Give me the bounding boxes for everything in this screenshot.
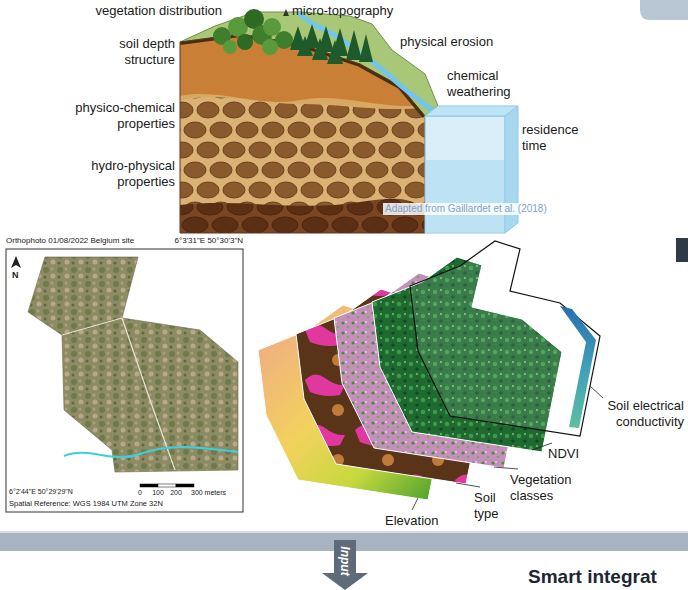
weathered-rock-layer — [180, 97, 425, 208]
deciduous-trees — [213, 9, 293, 55]
scale-label: 300 meters — [191, 489, 226, 498]
divider-line — [0, 531, 688, 533]
pointer-mark — [283, 9, 289, 16]
layer-label: NDVI — [548, 446, 579, 462]
north-label: N — [12, 270, 19, 281]
deciduous-trees — [223, 40, 237, 54]
scale-label: 200 — [170, 489, 182, 498]
conductivity-layer — [410, 241, 600, 436]
feature-label: soil depth structure — [103, 36, 175, 68]
feature-label: physical erosion — [400, 34, 493, 50]
conifer-trees — [346, 30, 362, 60]
scale-bar — [140, 484, 158, 487]
field-boundary — [62, 318, 122, 335]
leader-lines — [494, 467, 518, 469]
conifer-trees — [297, 36, 313, 56]
layer-label: Vegetation classes — [510, 472, 580, 504]
deciduous-trees — [237, 34, 253, 50]
layer-label: Soil type — [474, 490, 508, 522]
arrow-label: Input — [338, 546, 353, 575]
scale-label: 0 — [138, 489, 142, 498]
panel-corner — [640, 0, 688, 20]
layer-stack — [258, 241, 603, 510]
section-heading: Smart integrat — [528, 565, 657, 588]
scale-label: 100 — [152, 489, 164, 498]
credit-note: Adapted from Gaillardet et al. (2018) — [383, 203, 549, 215]
scale-bar — [176, 484, 194, 487]
water-volume — [425, 116, 505, 233]
leader-lines — [412, 498, 418, 510]
critical-zone-block — [180, 9, 518, 236]
river — [300, 14, 432, 110]
conductivity-strip — [560, 306, 596, 428]
aerial-image — [28, 257, 238, 472]
map-frame — [6, 249, 243, 512]
leader-lines — [412, 386, 603, 510]
feature-label: chemical weathering — [447, 68, 525, 100]
river — [64, 447, 238, 457]
feature-label: vegetation distribution — [96, 3, 222, 19]
feature-label: hydro-physical properties — [71, 158, 175, 190]
scale-bar — [140, 484, 194, 487]
north-arrow — [11, 256, 21, 268]
feature-label: micro-topography — [292, 3, 393, 19]
map-title: Orthophoto 01/08/2022 Belgium site — [6, 236, 134, 246]
orthophoto-map — [6, 249, 243, 512]
scale-bar — [158, 484, 176, 487]
panel-corner — [676, 238, 688, 262]
feature-label: physico-chemical properties — [57, 100, 175, 132]
deciduous-trees — [262, 39, 278, 55]
reference-note: Spatial Reference: WGS 1984 UTM Zone 32N — [9, 499, 163, 508]
coordinate-label: 6°2'44"E 50°29'29"N — [9, 488, 73, 497]
conifer-trees — [312, 38, 328, 60]
coordinate-label: 6°3'31"E 50°30'3"N — [174, 236, 243, 246]
conifer-trees — [290, 24, 373, 64]
input-arrow — [322, 540, 368, 590]
leader-lines — [456, 483, 480, 487]
conifer-trees — [327, 40, 343, 64]
feature-label: residence time — [522, 122, 592, 154]
water-volume — [425, 106, 518, 116]
conifer-trees — [359, 34, 373, 62]
layer-label: Elevation — [385, 513, 438, 529]
leader-lines — [590, 386, 603, 398]
water-volume — [425, 160, 505, 233]
layer-label: Soil electrical conductivity — [594, 398, 684, 430]
